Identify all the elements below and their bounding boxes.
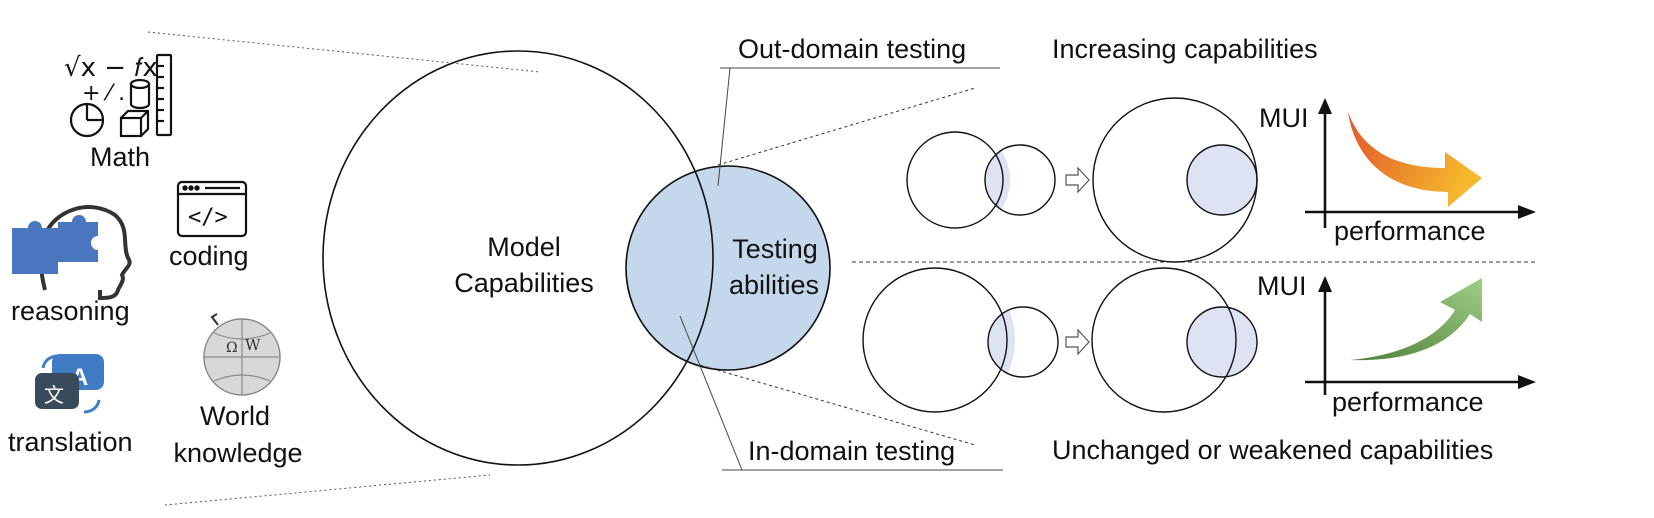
world-knowledge-label-line2: knowledge bbox=[173, 438, 303, 468]
bottom-venn-after bbox=[1091, 267, 1258, 413]
world-knowledge-label-line1: World bbox=[199, 401, 271, 431]
coding-label: coding bbox=[169, 241, 249, 271]
wikipedia-globe-icon: Ω W bbox=[203, 313, 281, 396]
top-venn-before bbox=[906, 131, 1056, 229]
wedge-line-top bbox=[147, 31, 541, 73]
svg-text:√x − 𝑓x: √x − 𝑓x bbox=[64, 53, 158, 83]
reasoning-icon bbox=[12, 205, 132, 301]
bottom-transition-arrow-icon bbox=[1065, 328, 1090, 356]
venn-diagram bbox=[322, 50, 831, 466]
bottom-venn-before bbox=[862, 267, 1059, 413]
top-y-axis-label: MUI bbox=[1259, 103, 1309, 133]
out-domain-leader bbox=[717, 67, 731, 187]
top-x-axis-label: performance bbox=[1334, 216, 1486, 246]
testing-circle-overlap bbox=[626, 166, 830, 370]
model-capabilities-label-line2: Capabilities bbox=[454, 268, 594, 298]
panel-wedge-top bbox=[717, 87, 976, 166]
svg-text:+ ⁄ .: + ⁄ . bbox=[82, 81, 125, 106]
in-domain-testing-label: In-domain testing bbox=[748, 436, 956, 466]
in-domain-leader bbox=[679, 315, 743, 471]
bottom-trend-arrow-icon bbox=[1350, 278, 1482, 361]
svg-text:文: 文 bbox=[44, 383, 64, 407]
translation-icon: A 文 bbox=[35, 354, 104, 414]
bottom-y-axis-label: MUI bbox=[1257, 271, 1307, 301]
top-venn-after bbox=[1092, 97, 1258, 263]
panel-wedge-bottom bbox=[699, 364, 976, 446]
model-capabilities-label-line1: Model bbox=[487, 232, 561, 262]
unchanged-capabilities-title: Unchanged or weakened capabilities bbox=[1052, 435, 1494, 465]
testing-abilities-circle bbox=[625, 165, 831, 371]
bottom-x-axis-label: performance bbox=[1332, 387, 1484, 417]
translation-label: translation bbox=[8, 427, 133, 457]
code-icon: </> bbox=[176, 180, 248, 238]
model-capabilities-ellipse bbox=[322, 50, 714, 466]
top-transition-arrow-icon bbox=[1065, 166, 1090, 194]
top-mui-axes bbox=[1305, 98, 1536, 228]
increasing-capabilities-title: Increasing capabilities bbox=[1052, 34, 1318, 64]
reasoning-label: reasoning bbox=[11, 296, 130, 326]
testing-abilities-label-line1: Testing bbox=[732, 234, 818, 264]
bottom-mui-axes bbox=[1305, 276, 1536, 395]
testing-abilities-label-line2: abilities bbox=[728, 270, 820, 300]
math-label: Math bbox=[89, 142, 151, 172]
math-icon: √x − 𝑓x + ⁄ . bbox=[64, 53, 173, 138]
svg-text:W: W bbox=[245, 336, 261, 354]
svg-text:Ω: Ω bbox=[226, 340, 238, 356]
out-domain-testing-label: Out-domain testing bbox=[738, 34, 967, 64]
svg-text:</>: </> bbox=[188, 205, 228, 230]
top-trend-arrow-icon bbox=[1348, 112, 1482, 207]
wedge-line-bottom bbox=[164, 474, 491, 506]
